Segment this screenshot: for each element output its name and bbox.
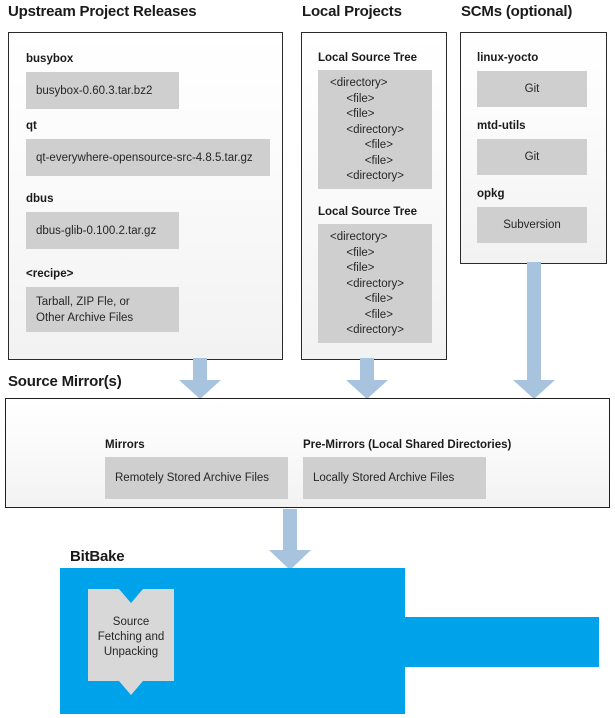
chip-remotely-stored-archive-files: Remotely Stored Archive Files [105,457,288,499]
tree-line: <directory> [340,324,404,336]
panel-source-mirrors: Mirrors Remotely Stored Archive Files Pr… [5,398,610,508]
tree-line: <file> [352,139,393,151]
section-title-bitbake: BitBake [70,548,125,565]
tree-line: <file> [340,262,375,274]
chip-mtd-utils-scm: Git [477,139,587,175]
group-label-dbus: dbus [26,193,54,205]
section-title-source-mirrors: Source Mirror(s) [8,373,122,390]
chip-linux-yocto-scm: Git [477,71,587,107]
group-label-mirrors: Mirrors [105,439,145,451]
chip-opkg-scm: Subversion [477,207,587,243]
group-label-busybox: busybox [26,53,74,65]
tree-line: <file> [352,308,393,321]
group-label-recipe: <recipe> [26,268,74,280]
group-label-local-source-tree-1: Local Source Tree [318,52,418,64]
group-label-pre-mirrors: Pre-Mirrors (Local Shared Directories) [303,439,512,451]
bitbake-process-block [60,568,599,714]
arrow-mirrors-to-bitbake [269,509,311,570]
tree-line: <directory> [340,170,404,182]
tree-line: <file> [340,92,375,105]
panel-scms: linux-yocto Git mtd-utils Git opkg Subve… [460,32,607,264]
chip-recipe-archives: Tarball, ZIP Fle, or Other Archive Files [26,287,179,332]
chip-local-source-tree-1: <directory> <file> <file> <directory> <f… [318,70,432,189]
arrow-local-projects-to-mirrors [346,358,388,399]
task-label-line2: Fetching and [97,631,165,643]
chip-recipe-archives-line2: Other Archive Files [36,312,134,324]
chip-local-source-tree-2: <directory> <file> <file> <directory> <f… [318,224,432,343]
group-label-opkg: opkg [477,188,505,200]
tree-line: <directory> [330,77,388,89]
tree-line: <directory> [330,231,388,243]
task-source-fetching-and-unpacking-label: Source Fetching and Unpacking [88,615,174,660]
chip-recipe-archives-line1: Tarball, ZIP Fle, or [36,296,130,308]
arrow-scms-to-mirrors [513,262,555,399]
group-label-mtd-utils: mtd-utils [477,120,526,132]
panel-upstream-project-releases: busybox busybox-0.60.3.tar.bz2 qt qt-eve… [8,32,283,360]
arrow-upstream-to-mirrors [179,358,221,399]
tree-line: <file> [340,108,375,120]
tree-line: <directory> [340,277,404,290]
group-label-local-source-tree-2: Local Source Tree [318,206,418,218]
section-title-upstream-project-releases: Upstream Project Releases [8,3,197,20]
task-source-fetching-and-unpacking [88,589,174,695]
section-title-local-projects: Local Projects [302,3,402,20]
chip-busybox-tarball: busybox-0.60.3.tar.bz2 [26,72,179,109]
chip-locally-stored-archive-files: Locally Stored Archive Files [303,457,486,499]
tree-line: <file> [352,293,393,305]
task-label-line3: Unpacking [103,646,159,658]
task-label-line1: Source [112,616,150,628]
chip-dbus-tarball: dbus-glib-0.100.2.tar.gz [26,212,179,249]
group-label-qt: qt [26,120,37,132]
tree-line: <directory> [340,123,404,136]
chip-qt-tarball: qt-everywhere-opensource-src-4.8.5.tar.g… [26,139,270,176]
tree-line: <file> [352,154,393,167]
group-label-linux-yocto: linux-yocto [477,52,539,64]
panel-local-projects: Local Source Tree <directory> <file> <fi… [301,32,447,360]
section-title-scms: SCMs (optional) [461,3,573,20]
tree-line: <file> [340,246,375,259]
